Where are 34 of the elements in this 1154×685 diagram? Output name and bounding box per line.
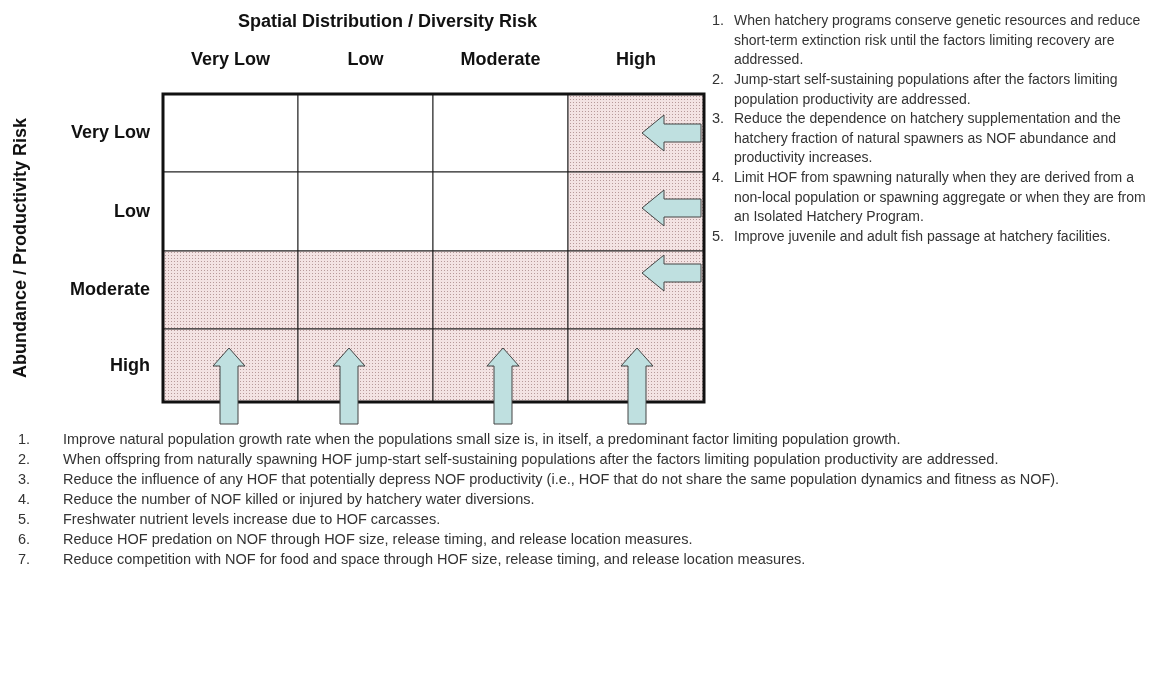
row-header: Very Low xyxy=(71,122,151,143)
list-item: Reduce HOF predation on NOF through HOF size, release timing, and release location measures. xyxy=(63,530,694,549)
list-number: 1. xyxy=(18,430,31,449)
column-header: High xyxy=(616,49,656,70)
list-number: 7. xyxy=(18,550,31,569)
list-number: 5. xyxy=(18,510,31,529)
row-header: Low xyxy=(114,200,150,222)
list-number: 3. xyxy=(18,470,31,489)
list-number: 5. xyxy=(712,227,725,246)
list-number: 2. xyxy=(18,450,31,469)
list-item: Jump-start self-sustaining populations after the factors limiting population productivity are addressed. xyxy=(734,70,1119,109)
list-number: 3. xyxy=(712,109,725,128)
list-item: Reduce the number of NOF killed or injured by hatchery water diversions. xyxy=(63,490,536,509)
list-number: 2. xyxy=(712,70,725,89)
column-header: Moderate xyxy=(460,49,541,70)
list-item: Reduce competition with NOF for food and space through HOF size, release timing, and release location measures. xyxy=(63,550,807,569)
list-item: Limit HOF from spawning naturally when they are derived from a non-local population or spawning aggregate or when they are from an Isolated Hatchery Program. xyxy=(734,168,1147,226)
row-header: High xyxy=(110,354,150,376)
axis-title: Abundance / Productivity Risk xyxy=(10,117,31,378)
list-number: 4. xyxy=(18,490,31,509)
row-header: Moderate xyxy=(70,279,150,300)
list-item: When hatchery programs conserve genetic resources and reduce short-term extinction risk until the factors limiting recovery are addressed. xyxy=(734,11,1142,69)
list-item: When offspring from naturally spawning HOF jump-start self-sustaining populations after the factors limiting population productivity are addressed. xyxy=(63,450,1000,469)
list-item: Reduce the influence of any HOF that potentially depress NOF productivity (i.e., HOF that do not share the same population dynamics and fitness as NOF). xyxy=(63,470,1061,489)
list-number: 6. xyxy=(18,530,31,549)
axis-title: Spatial Distribution / Diversity Risk xyxy=(238,11,538,32)
list-item: Freshwater nutrient levels increase due to HOF carcasses. xyxy=(63,510,442,529)
list-item: Improve natural population growth rate when the populations small size is, in itself, a predominant factor limiting population growth. xyxy=(63,430,902,449)
list-number: 1. xyxy=(712,11,725,30)
column-header: Very Low xyxy=(191,49,271,70)
list-item: Reduce the dependence on hatchery supplementation and the hatchery fraction of natural spawners as NOF abundance and productivity increases. xyxy=(734,109,1122,167)
list-item: Improve juvenile and adult fish passage at hatchery facilities. xyxy=(734,227,1112,246)
list-number: 4. xyxy=(712,168,725,187)
column-header: Low xyxy=(347,49,384,70)
